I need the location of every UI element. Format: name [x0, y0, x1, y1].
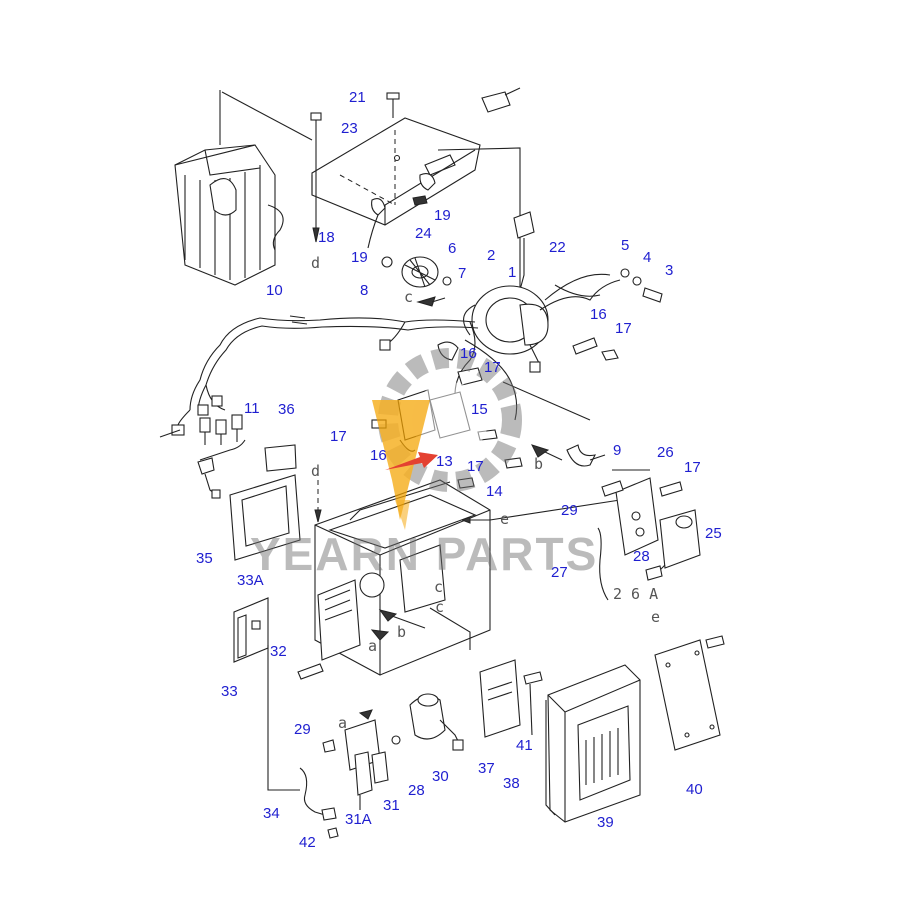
guide-letter: e — [651, 608, 660, 626]
orange-arrow-mark — [372, 400, 430, 520]
callout-label: 30 — [432, 768, 449, 785]
callout-label: 4 — [643, 249, 651, 266]
callout-label: 39 — [597, 814, 614, 831]
callout-label: 29 — [294, 721, 311, 738]
callout-label: 42 — [299, 834, 316, 851]
callout-label: 32 — [270, 643, 287, 660]
guide-letter: d — [311, 462, 320, 480]
callout-label: 15 — [471, 401, 488, 418]
bracket-37-drawing — [479, 659, 543, 738]
switches-11-drawing — [197, 414, 246, 499]
callout-label: 36 — [278, 401, 295, 418]
callout-label: 11 — [244, 400, 260, 417]
watermark-text: YEARN PARTS — [250, 528, 598, 580]
guide-letter: c — [434, 578, 443, 596]
callout-label: 22 — [549, 239, 566, 256]
hose-9-drawing — [566, 444, 606, 467]
screw-21-23-drawing — [310, 92, 400, 243]
callout-label: 17 — [330, 428, 347, 445]
heater-core-drawing — [174, 90, 284, 286]
callout-label: 31A — [345, 811, 372, 828]
callout-label: 35 — [196, 550, 213, 567]
callout-label: 33 — [221, 683, 238, 700]
part-code-label: 2 6 A — [613, 585, 658, 603]
callout-label: 28 — [408, 782, 425, 799]
callout-label: 29 — [561, 502, 578, 519]
callout-label: 26 — [657, 444, 674, 461]
blower-motor-drawing — [463, 273, 621, 373]
callout-label: 19 — [351, 249, 368, 266]
guide-letter: b — [534, 455, 543, 473]
main-case-drawing — [314, 479, 621, 676]
filter-36-drawing — [264, 444, 297, 472]
clips-drawing — [367, 173, 436, 249]
frame-35-drawing — [229, 474, 301, 561]
callout-label: 2 — [487, 247, 495, 264]
lower-left-assembly-drawing — [299, 693, 464, 839]
guide-letter: c — [435, 598, 444, 616]
guide-letter: a — [338, 714, 347, 732]
valve-bracket-drawing — [597, 469, 701, 601]
callout-label: 21 — [349, 89, 366, 106]
callout-label: 28 — [633, 548, 650, 565]
callout-label: 37 — [478, 760, 495, 777]
guide-arrows — [370, 296, 563, 641]
callout-label: 17 — [684, 459, 701, 476]
bolts-3-4-5-drawing — [620, 268, 663, 303]
callout-label: 19 — [434, 207, 451, 224]
callout-label: 34 — [263, 805, 280, 822]
bolt-32-drawing — [297, 663, 324, 680]
callout-label: 1 — [508, 264, 516, 281]
panel-33-drawing — [233, 597, 300, 791]
callout-label: 38 — [503, 775, 520, 792]
callout-label: 23 — [341, 120, 358, 137]
callout-label: 16 — [460, 345, 477, 362]
callout-label: 40 — [686, 781, 703, 798]
radiator-39-drawing — [545, 664, 641, 823]
callout-label: 9 — [613, 442, 621, 459]
brand-watermark: YEARN PARTS — [250, 348, 598, 580]
cover-plate-drawing — [221, 87, 521, 300]
callout-label: 18 — [318, 229, 335, 246]
panel-40-drawing — [654, 635, 725, 751]
callout-label: 8 — [360, 282, 368, 299]
callout-label: 24 — [415, 225, 432, 242]
callout-label: 27 — [551, 564, 568, 581]
callout-label: 10 — [266, 282, 283, 299]
callout-label: 41 — [516, 737, 533, 754]
connector-22-drawing — [513, 211, 535, 291]
callout-label: 17 — [484, 359, 501, 376]
callout-label: 16 — [370, 447, 387, 464]
callout-label: 14 — [486, 483, 503, 500]
guide-letter: a — [368, 637, 377, 655]
callout-label: 13 — [436, 453, 453, 470]
callout-label: 17 — [615, 320, 632, 337]
guide-letter: b — [397, 623, 406, 641]
red-pointer-mark — [385, 452, 438, 470]
guide-letter: d — [311, 254, 320, 272]
guide-letter: e — [500, 510, 509, 528]
callout-label: 17 — [467, 458, 484, 475]
callout-label: 5 — [621, 237, 629, 254]
callout-label: 3 — [665, 262, 673, 279]
callout-label: 6 — [448, 240, 456, 257]
callout-label: 25 — [705, 525, 722, 542]
guide-letter: c — [404, 288, 413, 306]
fan-drawing — [381, 256, 452, 288]
bracket-16-right-drawing — [572, 337, 619, 361]
callout-label: 7 — [458, 265, 466, 282]
callout-label: 16 — [590, 306, 607, 323]
wire-harness-drawing — [159, 315, 518, 438]
callout-label: 31 — [383, 797, 400, 814]
callout-label: 33A — [237, 572, 264, 589]
